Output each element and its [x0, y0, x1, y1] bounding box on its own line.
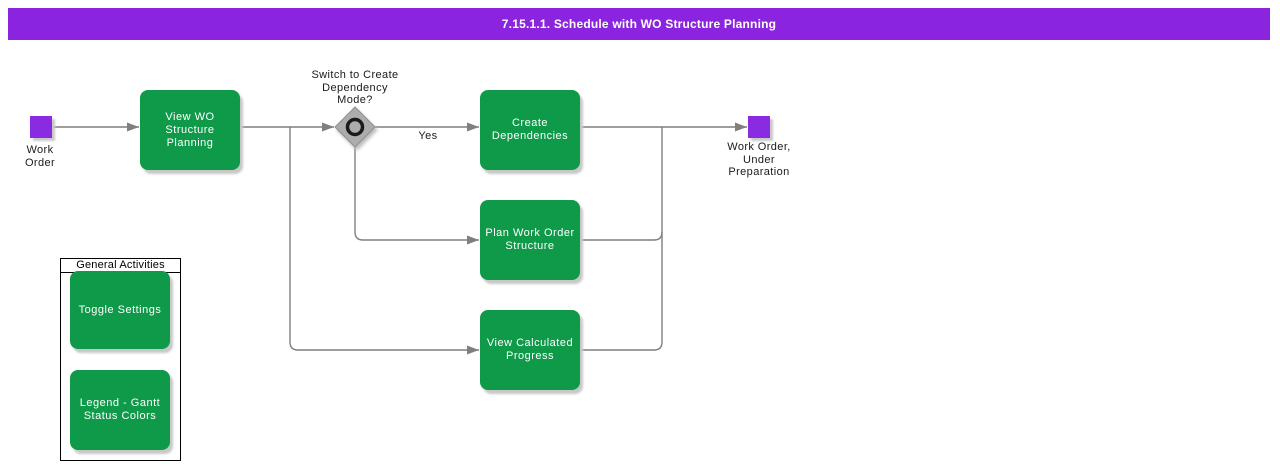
start-node-work-order: [30, 116, 52, 138]
end-node-label: Work Order, Under Preparation: [727, 141, 791, 178]
connector-paths: [52, 122, 747, 355]
diagram-title: 7.15.1.1. Schedule with WO Structure Pla…: [501, 17, 777, 31]
edge-plan-structure-merge: [580, 231, 663, 241]
gateway-circle-icon: [345, 117, 365, 137]
edge-gateway-to-plan-structure: [354, 147, 479, 245]
end-node-work-order-under-preparation: [748, 116, 770, 138]
activity-label: Create Dependencies: [491, 117, 569, 142]
decision-question-label: Switch to Create Dependency Mode?: [311, 69, 399, 106]
activity-plan-work-order-structure[interactable]: Plan Work Order Structure: [480, 200, 580, 280]
activity-create-dependencies[interactable]: Create Dependencies: [480, 90, 580, 170]
activity-label: View WO Structure Planning: [165, 110, 215, 149]
edge-view-wo-to-view-progress: [289, 127, 479, 355]
decision-gateway: [334, 106, 376, 148]
activity-label: Legend - Gantt Status Colors: [79, 397, 161, 422]
activity-toggle-settings[interactable]: Toggle Settings: [70, 271, 170, 349]
start-node-label: Work Order: [24, 144, 56, 169]
activity-view-calculated-progress[interactable]: View Calculated Progress: [480, 310, 580, 390]
activity-label: View Calculated Progress: [486, 337, 574, 362]
activity-label: Plan Work Order Structure: [485, 227, 575, 252]
activity-view-wo-structure-planning[interactable]: View WO Structure Planning: [140, 90, 240, 170]
edge-view-progress-merge: [580, 127, 663, 351]
activity-legend-gantt-status-colors[interactable]: Legend - Gantt Status Colors: [70, 370, 170, 450]
decision-yes-label: Yes: [418, 130, 438, 142]
activity-label: Toggle Settings: [78, 303, 162, 316]
diagram-title-bar: 7.15.1.1. Schedule with WO Structure Pla…: [8, 8, 1270, 40]
